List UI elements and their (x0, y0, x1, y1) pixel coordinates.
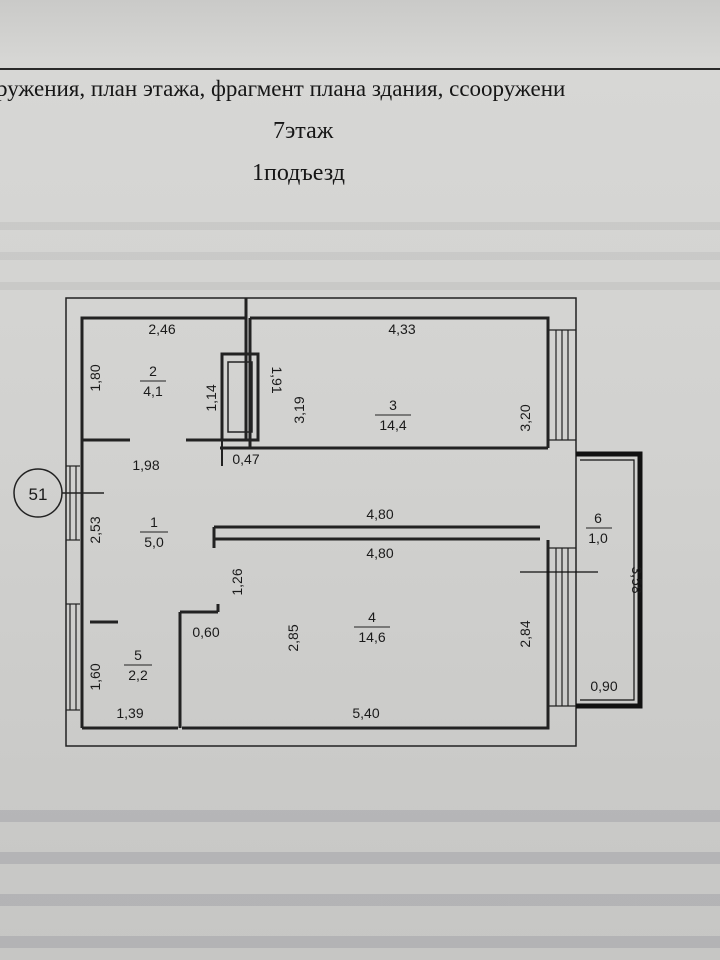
room-4-number: 4 (368, 609, 376, 625)
window-right-top (548, 329, 576, 441)
document-heading: ружения, план этажа, фрагмент плана здан… (0, 76, 566, 101)
room-5-area: 2,2 (128, 667, 148, 683)
dim-room5-width: 1,39 (116, 705, 143, 721)
dim-hall-height: 2,53 (87, 516, 103, 543)
room-2-number: 2 (149, 363, 157, 379)
dim-room3-height-left: 3,19 (291, 396, 307, 423)
dim-room2-height: 1,80 (87, 364, 103, 391)
dim-room3-height-right: 3,20 (517, 404, 533, 431)
dim-room2-width: 2,46 (148, 321, 175, 337)
header-rule (0, 68, 720, 70)
room-6-area: 1,0 (588, 530, 608, 546)
dim-room3-bottom: 4,80 (366, 506, 393, 522)
axis-marker: 51 (13, 468, 104, 518)
ventilation-shaft (220, 352, 260, 466)
floor-label: 7этаж (273, 118, 334, 144)
room-1-number: 1 (150, 514, 158, 530)
bleed-through-text-top (0, 200, 720, 300)
window-right-bottom (548, 547, 576, 707)
dim-room4-height-left: 2,85 (285, 624, 301, 651)
room-2-area: 4,1 (143, 383, 163, 399)
room-4-area: 14,6 (358, 629, 385, 645)
bleed-through-text-bottom (0, 780, 720, 960)
balcony (520, 451, 643, 709)
entrance-label: 1подъезд (252, 160, 345, 186)
dim-room4-height-right: 2,84 (517, 620, 533, 647)
window-left-top (66, 465, 80, 541)
dim-room4-top: 4,80 (366, 545, 393, 561)
walls (80, 298, 550, 730)
dim-shaft-left: 1,14 (203, 384, 219, 411)
outer-outline (65, 297, 577, 747)
room-5-number: 5 (134, 647, 142, 663)
dim-room5-top: 0,60 (192, 624, 219, 640)
dim-hall-lower: 1,26 (229, 568, 245, 595)
dim-balcony-length: 3,58 (629, 566, 645, 593)
dim-balcony-width: 0,90 (590, 678, 617, 694)
dim-room3-width: 4,33 (388, 321, 415, 337)
room-3-number: 3 (389, 397, 397, 413)
room-1-area: 5,0 (144, 534, 164, 550)
dim-room4-width: 5,40 (352, 705, 379, 721)
dim-shaft-right: 1,91 (269, 366, 285, 393)
room-6-number: 6 (594, 510, 602, 526)
dim-hall-width: 1,98 (132, 457, 159, 473)
axis-marker-label: 51 (29, 485, 48, 504)
previous-page-strip (0, 0, 720, 60)
window-left-bottom (66, 603, 80, 711)
dim-room5-height: 1,60 (87, 663, 103, 690)
room-3-area: 14,4 (379, 417, 406, 433)
dim-shaft-width: 0,47 (232, 451, 259, 467)
